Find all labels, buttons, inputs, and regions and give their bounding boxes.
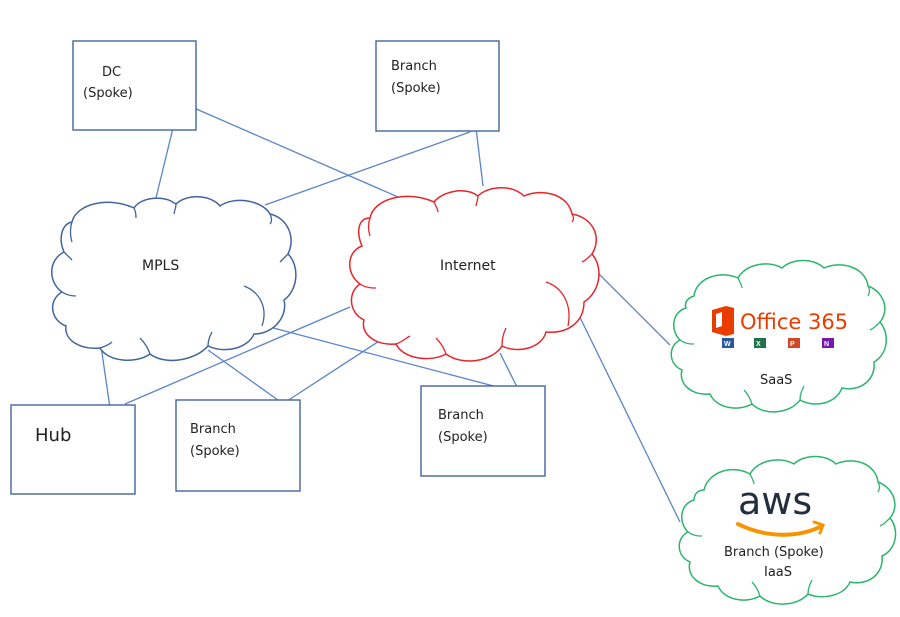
branch-bottom-right-box [420, 385, 546, 477]
aws-arrow-icon [812, 520, 825, 535]
branch-top-label-line2: (Spoke) [391, 81, 441, 96]
svg-text:N: N [824, 341, 829, 348]
mpls-cloud-shape [51, 196, 297, 362]
svg-text:P: P [790, 341, 795, 348]
dc-box [72, 40, 197, 131]
iaas-cloud[interactable]: aws Branch (Spoke) IaaS [678, 455, 897, 605]
dc-label-line1: DC [102, 65, 121, 80]
office-icon [712, 306, 734, 336]
link-internet-hub [124, 306, 351, 405]
word-icon: W [722, 338, 734, 348]
link-dc-internet [193, 107, 422, 208]
aws-text: aws [738, 479, 812, 523]
mpls-label: MPLS [142, 258, 179, 274]
svg-text:W: W [724, 341, 731, 348]
link-internet-iaas [569, 296, 681, 523]
iaas-cloud-shape [678, 455, 897, 605]
excel-icon: X [754, 338, 766, 348]
branch-bottom-left-label-line2: (Spoke) [190, 444, 240, 459]
hub-box [10, 404, 136, 495]
link-internet-saas [594, 269, 671, 346]
hub-label: Hub [35, 425, 71, 446]
aws-logo: aws [736, 479, 825, 537]
powerpoint-icon: P [788, 338, 800, 348]
aws-smile-icon [736, 522, 824, 537]
branch-bottom-left-node[interactable]: Branch (Spoke) [175, 399, 301, 492]
link-dc-mpls [153, 127, 174, 207]
onenote-icon: N [822, 338, 834, 348]
link-mpls-branchbr [261, 324, 521, 394]
links [100, 107, 681, 523]
branch-bottom-right-label-line2: (Spoke) [438, 430, 488, 445]
internet-label: Internet [440, 258, 496, 274]
branch-top-box [375, 40, 500, 132]
link-internet-branchbl [283, 333, 391, 404]
branch-bottom-left-box [175, 399, 301, 492]
link-branchtop-mpls [264, 131, 471, 206]
svg-text:X: X [756, 341, 761, 348]
dc-label-line2: (Spoke) [83, 86, 133, 101]
saas-cloud-shape [670, 259, 887, 413]
saas-cloud[interactable]: Office 365 W X P N SaaS [670, 259, 887, 413]
internet-cloud-shape [349, 187, 600, 362]
link-branchtop-internet [475, 127, 484, 187]
link-mpls-branchbl [207, 349, 283, 404]
iaas-label-line2: IaaS [764, 565, 792, 580]
office-365-logo: Office 365 [712, 306, 848, 336]
link-mpls-hub [100, 345, 111, 409]
branch-top-node[interactable]: Branch (Spoke) [375, 40, 500, 132]
hub-node[interactable]: Hub [10, 404, 136, 495]
branch-bottom-left-label-line1: Branch [190, 422, 236, 437]
branch-bottom-right-label-line1: Branch [438, 408, 484, 423]
dc-node[interactable]: DC (Spoke) [72, 40, 197, 131]
mpls-cloud[interactable]: MPLS [51, 196, 297, 362]
office-app-icons: W X P N [722, 338, 834, 348]
branch-top-label-line1: Branch [391, 59, 437, 74]
saas-label: SaaS [760, 373, 792, 388]
iaas-label-line1: Branch (Spoke) [724, 545, 824, 560]
internet-cloud[interactable]: Internet [349, 187, 600, 362]
branch-bottom-right-node[interactable]: Branch (Spoke) [420, 385, 546, 477]
office-365-text: Office 365 [740, 310, 848, 334]
